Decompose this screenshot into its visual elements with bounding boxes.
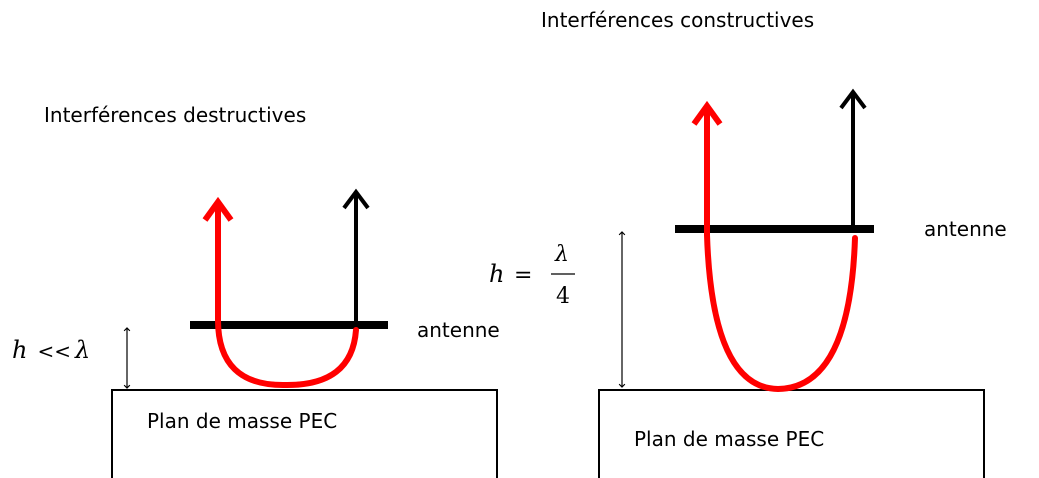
svg-text:4: 4 xyxy=(556,284,570,309)
right-scene: Plan de masse PEC h = λ 4 antenne xyxy=(489,88,1007,478)
svg-text:λ: λ xyxy=(554,242,569,267)
right-antenna-label: antenne xyxy=(924,217,1007,241)
svg-text:=: = xyxy=(514,263,532,288)
right-reflected-wave-arrowhead xyxy=(691,100,723,126)
left-reflected-wave xyxy=(215,202,359,389)
left-reflected-wave-arrowhead xyxy=(202,196,234,222)
title-constructive: Interférences constructives xyxy=(541,8,814,32)
right-height-label: h = λ 4 xyxy=(489,242,575,309)
left-ground-label: Plan de masse PEC xyxy=(147,409,337,433)
left-scene: Plan de masse PEC h << λ antenne xyxy=(12,188,500,478)
title-destructive: Interférences destructives xyxy=(44,103,306,127)
svg-text:h: h xyxy=(489,260,504,288)
right-reflected-wave xyxy=(704,105,858,393)
left-direct-wave-arrowhead xyxy=(342,188,370,210)
left-height-label: h << λ xyxy=(12,336,90,364)
right-direct-wave-arrowhead xyxy=(839,88,867,110)
left-ground-plane xyxy=(111,389,498,478)
right-ground-label: Plan de masse PEC xyxy=(634,427,824,451)
left-antenna-label: antenne xyxy=(417,318,500,342)
